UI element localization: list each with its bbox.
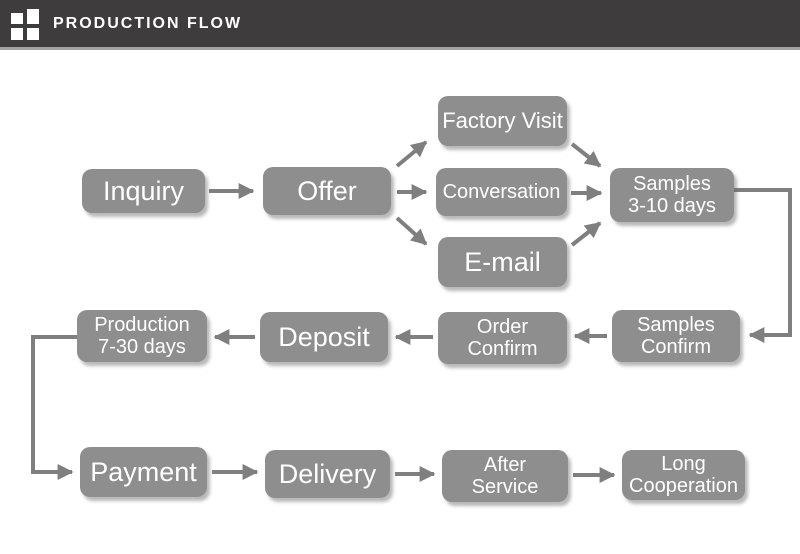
node-factory-visit: Factory Visit: [438, 96, 567, 146]
edge-email-to-samples: [570, 221, 602, 247]
node-payment: Payment: [80, 447, 207, 497]
node-long-cooperation: Long Cooperation: [622, 450, 745, 500]
node-inquiry: Inquiry: [82, 169, 205, 213]
node-samples-lead-time: Samples 3-10 days: [610, 168, 734, 222]
edge-factory-visit-to-samples: [570, 142, 602, 168]
node-conversation: Conversation: [436, 168, 567, 216]
node-order-confirm: Order Confirm: [438, 312, 567, 364]
node-production-lead-time: Production 7-30 days: [77, 310, 207, 362]
edge-offer-to-factory-visit: [395, 140, 428, 168]
node-deposit: Deposit: [260, 312, 388, 362]
edge-samples-to-samples-confirm: [734, 188, 792, 343]
node-after-service: After Service: [442, 450, 568, 502]
page-title: PRODUCTION FLOW: [53, 15, 243, 32]
header-bar: PRODUCTION FLOW: [0, 0, 800, 50]
node-email: E-mail: [438, 237, 567, 287]
node-offer: Offer: [263, 167, 391, 215]
node-delivery: Delivery: [265, 450, 390, 498]
node-samples-confirm: Samples Confirm: [612, 310, 740, 362]
edge-production-to-payment: [31, 335, 77, 480]
edge-offer-to-email: [395, 216, 428, 246]
grid-squares-icon: [11, 8, 39, 40]
